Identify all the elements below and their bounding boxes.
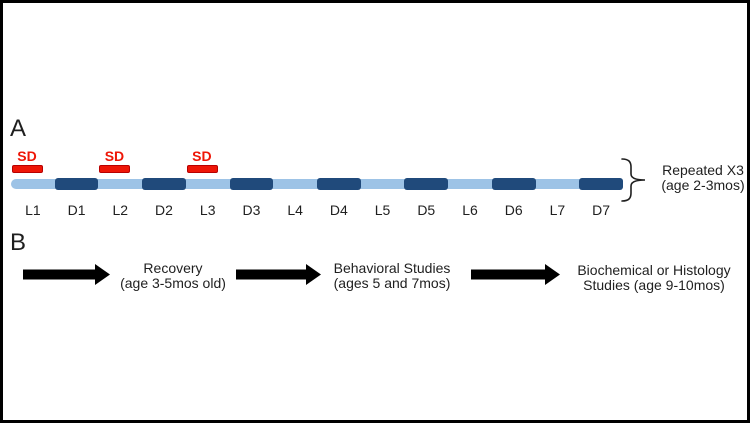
repeat-annotation: Repeated X3 (age 2-3mos) xyxy=(651,162,747,193)
segment-label: D7 xyxy=(592,202,611,218)
dark-phase-segment xyxy=(229,178,274,190)
sleep-deprivation-label: SD xyxy=(192,148,212,164)
dark-phase-segment xyxy=(316,178,361,190)
segment-label: L4 xyxy=(287,202,303,218)
phase-text: Recovery(age 3-5mos old) xyxy=(103,261,243,291)
repeat-annotation-line1: Repeated X3 xyxy=(662,162,744,178)
phase-arrow xyxy=(236,264,321,285)
dark-phase-segment xyxy=(54,178,99,190)
phase-arrow xyxy=(23,264,110,285)
sleep-deprivation-bar xyxy=(11,165,43,173)
panel-b-label: B xyxy=(10,229,27,256)
repeat-bracket-brace xyxy=(621,158,646,202)
sleep-deprivation-label: SD xyxy=(17,148,37,164)
segment-label: D1 xyxy=(67,202,86,218)
phase-text-line1: Behavioral Studies xyxy=(333,260,451,276)
segment-label: L2 xyxy=(112,202,129,218)
segment-label: L3 xyxy=(199,202,216,218)
dark-phase-segment xyxy=(404,178,449,190)
dark-phase-segment xyxy=(491,178,536,190)
phase-text-line2: (age 3-5mos old) xyxy=(120,275,226,291)
phase-text-line1: Recovery xyxy=(143,260,203,276)
dark-phase-segment xyxy=(579,178,623,190)
segment-label: D6 xyxy=(504,202,523,218)
sleep-deprivation-bar xyxy=(186,165,218,173)
panel-a-label: A xyxy=(10,115,27,142)
dark-phase-segment xyxy=(142,178,186,190)
segment-label: D2 xyxy=(155,202,173,218)
sleep-deprivation-label: SD xyxy=(104,148,125,164)
segment-label: L1 xyxy=(25,202,41,218)
segment-label: L6 xyxy=(462,202,478,218)
phase-text-line1: Biochemical or Histology xyxy=(577,262,731,278)
segment-label: L5 xyxy=(374,202,391,218)
segment-label: D3 xyxy=(242,202,261,218)
sleep-deprivation-bar xyxy=(99,165,131,173)
phase-text-line2: (ages 5 and 7mos) xyxy=(333,275,451,291)
phase-text: Behavioral Studies(ages 5 and 7mos) xyxy=(320,261,464,291)
segment-label: L7 xyxy=(549,202,566,218)
phase-text-line2: Studies (age 9-10mos) xyxy=(583,277,725,293)
segment-label: D4 xyxy=(329,202,348,218)
segment-label: D5 xyxy=(417,202,436,218)
repeat-annotation-line2: (age 2-3mos) xyxy=(661,177,745,193)
phase-arrow xyxy=(471,264,560,285)
